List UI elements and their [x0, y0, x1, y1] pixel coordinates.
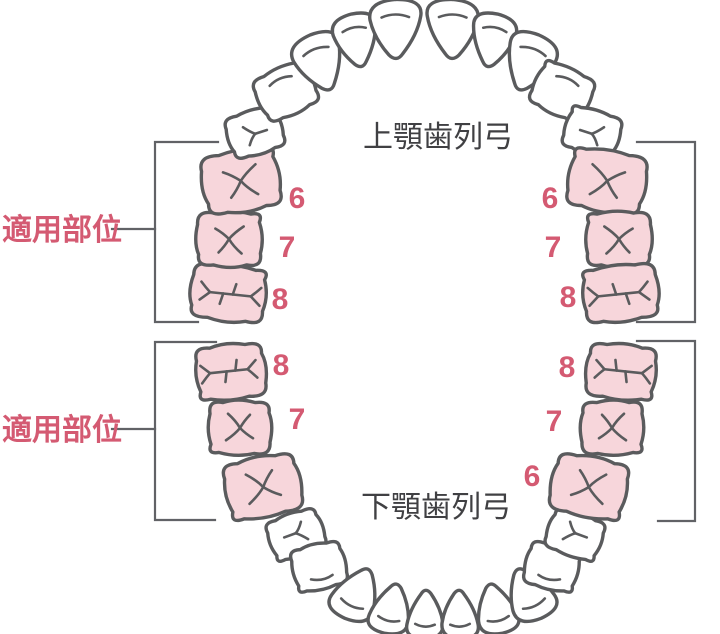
tooth-number-lower-right-8: 8 [559, 351, 576, 384]
tooth-upper-right-2 [465, 9, 520, 71]
tooth-upper-right-1 [425, 0, 479, 60]
tooth-upper-right-7 [586, 211, 653, 267]
bracket-layer [110, 140, 697, 523]
tooth-lower-right-6 [545, 449, 633, 525]
tooth-upper-left-3 [287, 26, 355, 98]
applicable-site-label-upper: 適用部位 [2, 213, 122, 247]
tooth-lower-left-6 [219, 449, 307, 525]
bracket-upper-left [153, 140, 220, 324]
tooth-lower-left-3 [325, 560, 388, 627]
tooth-number-lower-right-7: 7 [546, 405, 563, 438]
tooth-upper-left-2 [329, 9, 384, 71]
tooth-number-lower-left-7: 7 [289, 403, 306, 436]
tooth-upper-left-6 [197, 144, 285, 219]
bracket-lower-left [153, 340, 218, 522]
tooth-lower-left-7 [208, 400, 272, 455]
tooth-lower-right-1 [442, 590, 478, 634]
tooth-number-upper-left-7: 7 [279, 231, 296, 264]
tooth-lower-left-1 [407, 590, 443, 634]
tooth-lower-left-2 [366, 580, 415, 634]
tooth-lower-left-8 [193, 340, 269, 403]
upper-arch-title: 上顎歯列弓 [363, 121, 513, 154]
tooth-lower-right-5 [541, 504, 608, 565]
tooth-upper-left-7 [196, 211, 263, 267]
tooth-upper-right-5 [559, 102, 626, 162]
applicable-site-label-lower: 適用部位 [2, 413, 122, 447]
teeth-layer [187, 0, 662, 634]
tooth-number-upper-right-8: 8 [560, 281, 577, 314]
tooth-number-upper-right-6: 6 [542, 182, 559, 215]
tooth-number-upper-right-7: 7 [545, 231, 562, 264]
tooth-lower-left-4 [288, 538, 351, 596]
tooth-lower-right-2 [472, 580, 521, 634]
tooth-lower-right-7 [580, 400, 644, 455]
tooth-upper-left-4 [249, 57, 323, 127]
tooth-upper-right-8 [580, 261, 662, 326]
tooth-lower-right-8 [583, 340, 659, 403]
tooth-number-upper-left-8: 8 [272, 283, 289, 316]
tooth-number-lower-left-8: 8 [273, 349, 290, 382]
tooth-upper-left-8 [187, 261, 269, 326]
tooth-number-lower-right-6: 6 [524, 460, 541, 493]
lower-arch-title: 下顎歯列弓 [361, 491, 511, 524]
tooth-upper-left-1 [369, 0, 423, 60]
tooth-upper-right-6 [563, 144, 651, 219]
tooth-number-upper-left-6: 6 [289, 182, 306, 215]
bracket-lower-right [635, 339, 697, 523]
bracket-upper-right [635, 140, 697, 324]
